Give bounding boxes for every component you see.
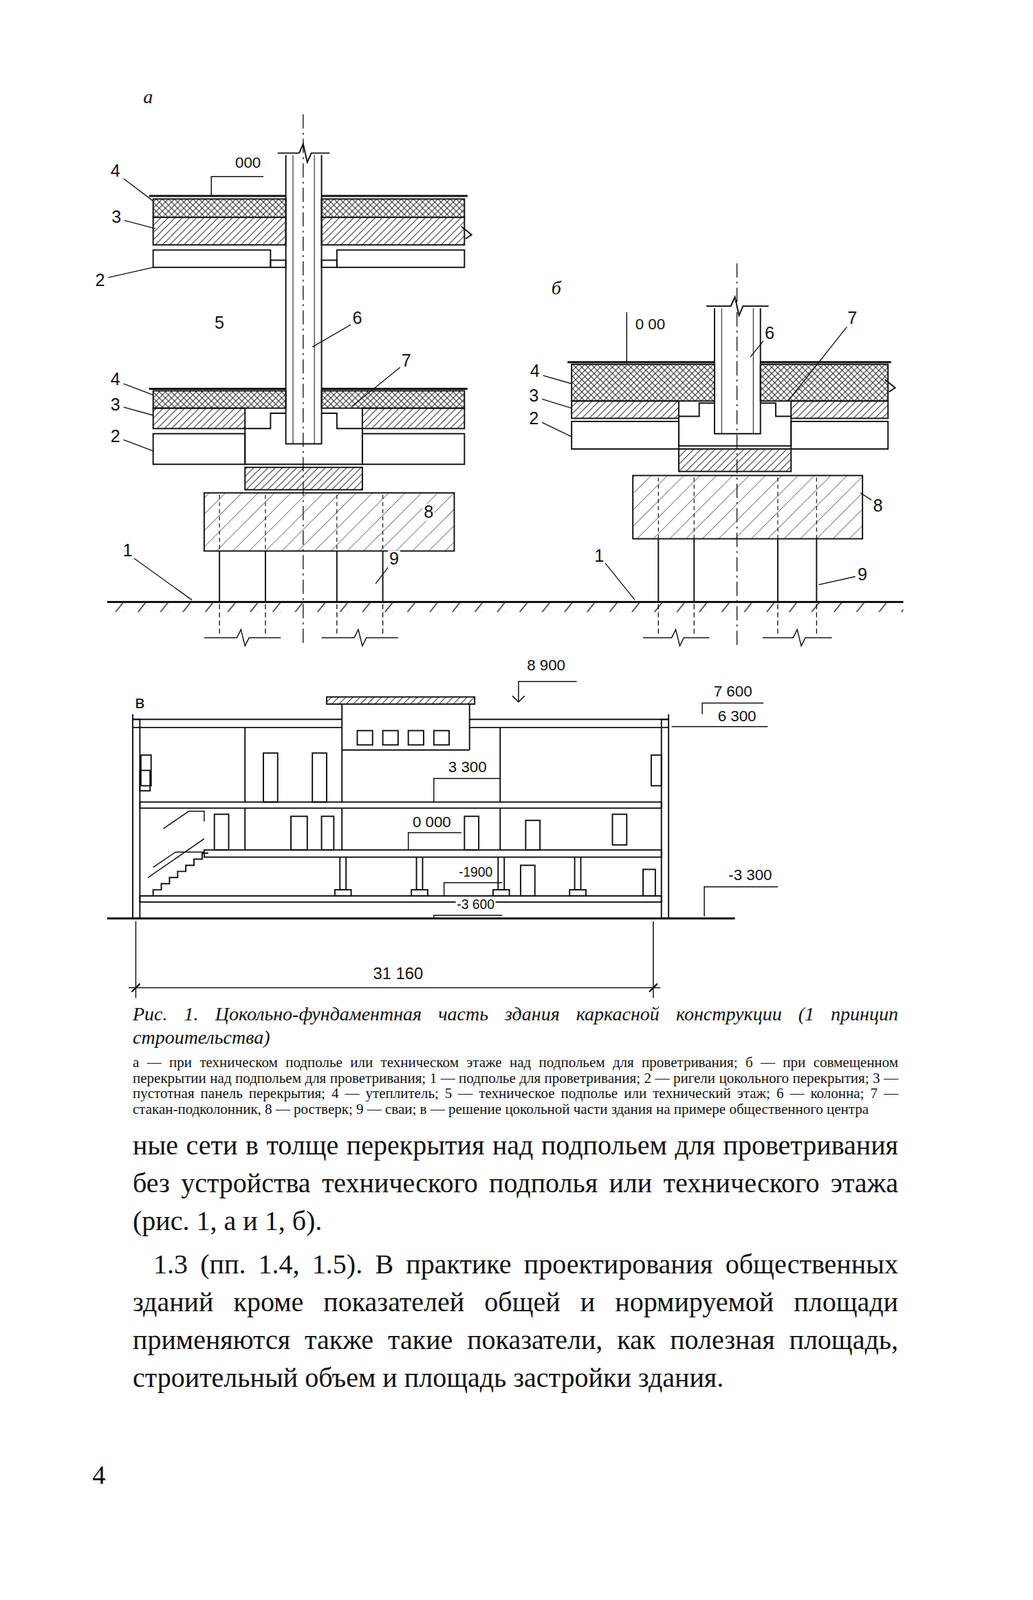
- dimension-text: 31 160: [372, 966, 425, 984]
- callout-number: 3: [110, 209, 123, 227]
- view-letter: а: [141, 87, 155, 107]
- level-mark: -3 300: [726, 867, 774, 884]
- callout-number: 2: [109, 428, 122, 446]
- level-mark: -3 600: [455, 898, 496, 912]
- callout-number: 2: [527, 409, 540, 428]
- view-letter: в: [133, 693, 146, 712]
- figure-legend: а — при техническом подполье или техниче…: [132, 1055, 899, 1117]
- callout-number: 9: [387, 550, 401, 569]
- view-letter: б: [550, 277, 563, 298]
- callout-number: 6: [763, 325, 776, 343]
- level-mark: 000: [233, 155, 263, 171]
- body-text: 1.3 (пп. 1.4, 1.5). В практике проектиро…: [132, 1245, 899, 1397]
- page-number: 4: [90, 1461, 107, 1489]
- level-mark: 0 000: [411, 814, 453, 831]
- callout-number: 1: [121, 542, 135, 560]
- callout-number: 7: [400, 352, 413, 371]
- level-mark: 3 300: [447, 759, 489, 776]
- level-mark: 8 900: [525, 658, 567, 674]
- level-mark: 6 300: [716, 709, 758, 725]
- level-mark: 7 600: [712, 684, 754, 700]
- callout-number: 3: [109, 396, 122, 415]
- body-text: ные сети в толще перекрытия над подполье…: [132, 1126, 899, 1241]
- callout-number: 4: [109, 371, 122, 389]
- callout-number: 1: [592, 547, 606, 565]
- callout-number: 7: [845, 309, 859, 327]
- callout-number: 8: [422, 503, 435, 521]
- callout-number: 9: [856, 566, 869, 584]
- drawing-lines: [107, 114, 904, 998]
- callout-number: 4: [528, 363, 542, 381]
- figure-caption: Рис. 1. Цокольно-фундаментная часть здан…: [132, 1002, 899, 1050]
- callout-number: 2: [93, 272, 106, 290]
- callout-number: 4: [109, 162, 122, 181]
- callout-number: 6: [350, 309, 364, 327]
- level-mark: 0 00: [634, 317, 667, 333]
- callout-number: 8: [871, 497, 884, 516]
- callout-number: 3: [527, 387, 540, 405]
- callout-number: 5: [213, 314, 226, 333]
- text-column: Рис. 1. Цокольно-фундаментная часть здан…: [132, 1002, 899, 1403]
- level-mark: -1900: [457, 865, 494, 879]
